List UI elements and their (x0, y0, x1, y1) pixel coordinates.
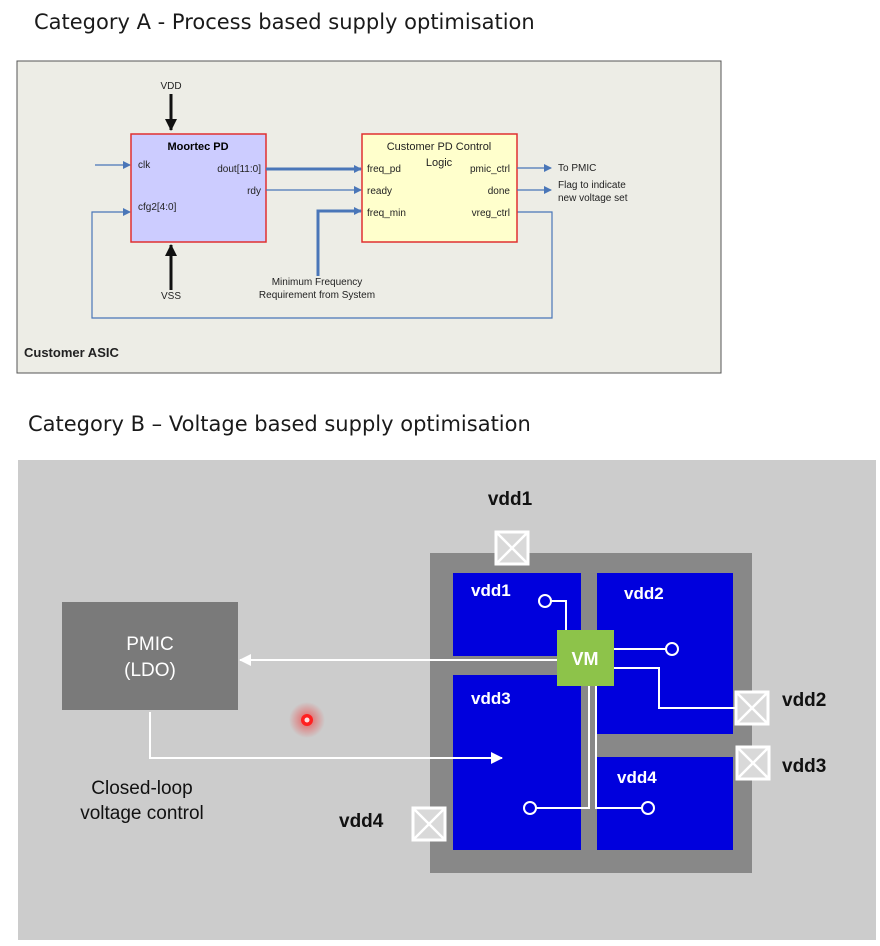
closed-loop-label-line1: Closed-loop (91, 778, 192, 799)
control-ready-port: ready (367, 186, 392, 197)
pmic-label-line1: PMIC (126, 634, 174, 655)
pad-vdd1-label: vdd1 (488, 489, 533, 510)
category-a-title: Category A - Process based supply optimi… (34, 10, 535, 34)
moortec-rdy-port: rdy (247, 186, 261, 197)
domain-vdd4 (597, 757, 733, 850)
to-pmic-label: To PMIC (558, 163, 596, 174)
domain-vdd1-label: vdd1 (471, 581, 511, 600)
moortec-dout-port: dout[11:0] (217, 164, 261, 175)
control-vreg-ctrl-port: vreg_ctrl (472, 208, 510, 219)
control-freq-pd-port: freq_pd (367, 164, 401, 175)
laser-pointer-dot (289, 702, 325, 738)
pmic-label-line2: (LDO) (124, 660, 176, 681)
pmic-to-vdd3-arrow (149, 712, 503, 764)
pad-vdd2 (734, 690, 770, 726)
moortec-clk-port: clk (138, 160, 151, 171)
flag-label-line2: new voltage set (558, 193, 628, 204)
control-pmic-ctrl-port: pmic_ctrl (470, 164, 510, 175)
vm-label: VM (572, 649, 599, 669)
control-logic-block (361, 133, 518, 243)
sense-wires (536, 600, 738, 809)
vdd-label: VDD (160, 81, 181, 92)
sense-point-markers (523, 594, 679, 815)
control-title-line1: Customer PD Control (387, 141, 492, 153)
vm-block (557, 630, 614, 686)
pad-vdd3 (735, 745, 771, 781)
category-b-panel: vdd1 vdd2 vdd3 vdd4 PMIC (LDO) VM (18, 460, 876, 940)
vss-label: VSS (161, 291, 181, 302)
pad-vdd4-label: vdd4 (339, 811, 384, 832)
min-freq-label-line2: Requirement from System (259, 290, 375, 301)
moortec-pd-block (130, 133, 267, 243)
domain-vdd3-label: vdd3 (471, 689, 511, 708)
moortec-pd-title: Moortec PD (167, 141, 228, 153)
flag-label-line1: Flag to indicate (558, 180, 626, 191)
domain-vdd2-label: vdd2 (624, 584, 664, 603)
category-b-title: Category B – Voltage based supply optimi… (28, 412, 531, 436)
min-freq-label-line1: Minimum Frequency (272, 277, 363, 288)
control-done-port: done (488, 186, 511, 197)
control-freq-min-port: freq_min (367, 208, 406, 219)
domain-vdd4-label: vdd4 (617, 768, 657, 787)
category-a-panel: VDD VSS Moortec PD clk cfg2[4:0] dout[11… (16, 60, 722, 374)
feedback-loop-wire (91, 208, 553, 319)
closed-loop-label-line2: voltage control (80, 803, 204, 824)
customer-asic-label: Customer ASIC (24, 345, 119, 360)
domain-vdd2 (597, 573, 733, 734)
pad-vdd3-label: vdd3 (782, 756, 826, 777)
min-freq-arrow (316, 207, 362, 276)
pad-vdd2-label: vdd2 (782, 690, 826, 711)
pmic-block (62, 602, 238, 710)
pad-vdd1 (494, 530, 530, 566)
control-title-line2: Logic (426, 157, 453, 169)
moortec-cfg-port: cfg2[4:0] (138, 202, 177, 213)
domain-vdd3 (453, 675, 581, 850)
pad-vdd4 (411, 806, 447, 842)
